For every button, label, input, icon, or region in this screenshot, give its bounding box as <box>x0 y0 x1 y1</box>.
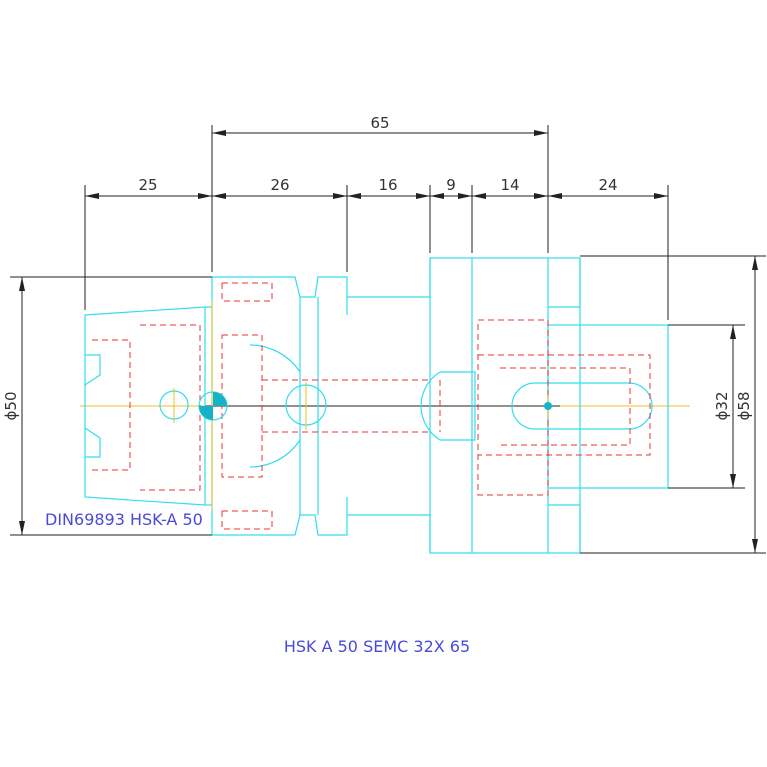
standard-note: DIN69893 HSK-A 50 <box>45 510 203 529</box>
dim-segment-16: 16 <box>378 176 397 194</box>
dim-segment-9: 9 <box>446 176 456 194</box>
dim-segment-14: 14 <box>500 176 519 194</box>
drawing-title: HSK A 50 SEMC 32X 65 <box>284 637 470 656</box>
crosshair-marks <box>173 300 549 510</box>
dim-diameter-58: ϕ58 <box>735 392 753 421</box>
dim-diameter-32: ϕ32 <box>713 392 731 421</box>
dim-segment-26: 26 <box>270 176 289 194</box>
hole-circles <box>159 384 327 426</box>
dim-overall-65: 65 <box>370 114 389 132</box>
dimension-lines <box>10 125 766 554</box>
dim-segment-24: 24 <box>598 176 617 194</box>
dim-segment-25: 25 <box>138 176 157 194</box>
gauge-point-marker <box>198 391 552 421</box>
dim-diameter-50: ϕ50 <box>2 392 20 421</box>
dimension-arrows <box>19 130 758 553</box>
